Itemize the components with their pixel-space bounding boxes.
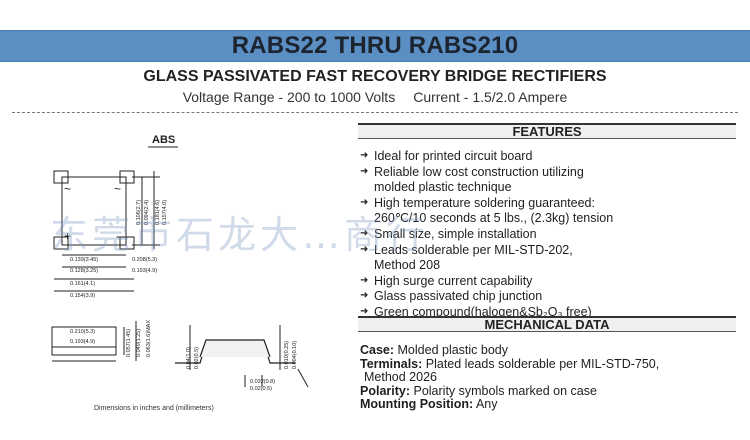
dim-v-2: 0.094(2.4)	[144, 200, 150, 225]
dim-h-4: 0.154(3.9)	[70, 293, 95, 299]
dimensions-note: Dimensions in inches and (millimeters)	[94, 405, 214, 412]
lead-bottom-left	[53, 236, 69, 250]
lead-bottom-right	[119, 236, 135, 250]
feature-item: ➜ Ideal for printed circuit board	[360, 149, 740, 163]
dim-v-4: 0.157(4.0)	[162, 200, 168, 225]
mechanical-row: Method 2026	[360, 370, 740, 385]
mechanical-label: Polarity:	[360, 383, 411, 398]
feature-text: 260℃/10 seconds at 5 lbs., (2.3kg) tensi…	[374, 211, 614, 226]
features-list: ➜ Ideal for printed circuit board ➜ Reliabl…	[360, 149, 740, 321]
bullet-arrow-icon: ➜	[360, 150, 369, 161]
mechanical-value: Plated leads solderable per MIL-STD-750,	[422, 356, 660, 371]
bullet-arrow-icon: ➜	[360, 196, 369, 208]
mechanical-header: MECHANICAL DATA	[358, 316, 736, 332]
dim-bottom-left-1: 0.210(5.3)	[70, 329, 95, 335]
package-drawing: ABS ~ ~ + - 0.139(3.45) 0.128(3.25) 0.16…	[51, 134, 309, 392]
feature-item: molded plastic technique	[360, 180, 740, 194]
feature-text: High temperature soldering guaranteed:	[374, 195, 595, 210]
feature-item: ➜ Glass passivated chip junction	[360, 289, 740, 303]
feature-item: ➜ Small size, simple installation	[360, 227, 740, 241]
feature-text: Leads solderable per MIL-STD-202,	[374, 242, 573, 257]
feature-text: Small size, simple installation	[374, 226, 537, 241]
voltage-range: Voltage Range - 200 to 1000 Volts	[182, 89, 396, 105]
feature-item: 260℃/10 seconds at 5 lbs., (2.3kg) tensi…	[360, 211, 740, 225]
dim-mid-3: 0.04(1.0)	[186, 347, 192, 369]
divider	[12, 112, 738, 113]
feature-text: Green compound(halogen&Sb₂O₃ free)	[374, 304, 592, 319]
lead-top-left	[53, 170, 69, 184]
pin-mark-ac1: ~	[64, 182, 71, 196]
mechanical-row: Terminals: Plated leads solderable per M…	[360, 356, 740, 372]
dim-right-1: 0.010(0.25)	[284, 341, 290, 369]
page-title: RABS22 THRU RABS210	[231, 32, 519, 59]
bullet-arrow-icon: ➜	[360, 227, 369, 239]
title-bar: RABS22 THRU RABS210	[0, 30, 750, 62]
package-label: ABS	[152, 134, 175, 146]
feature-text: Method 208	[374, 258, 441, 273]
mechanical-row: Mounting Position: Any	[360, 397, 740, 412]
bullet-arrow-icon: ➜	[360, 290, 369, 302]
current-rating: Current - 1.5/2.0 Ampere	[413, 89, 568, 105]
dim-h-3: 0.161(4.1)	[70, 281, 95, 287]
feature-text: Ideal for printed circuit board	[374, 149, 533, 163]
mechanical-value: Method 2026	[364, 370, 437, 384]
mechanical-label: Terminals:	[360, 356, 423, 371]
feature-item: ➜ Leads solderable per MIL-STD-202,	[360, 243, 740, 257]
dim-bottom-left-2: 0.193(4.9)	[70, 339, 95, 345]
feature-text: High surge current capability	[374, 273, 533, 288]
feature-item: ➜ High surge current capability	[360, 274, 740, 288]
top-view-body	[61, 176, 127, 246]
feature-item: Method 208	[360, 258, 740, 272]
dim-h-1: 0.139(3.45)	[70, 257, 98, 263]
dim-right-2: 0.004(0.10)	[292, 341, 298, 369]
feature-text: Reliable low cost construction utilizing	[374, 164, 584, 179]
mechanical-row: Polarity: Polarity symbols marked on cas…	[360, 383, 740, 399]
dim-mid-4: 0.02(0.5)	[194, 347, 200, 369]
feature-item: ➜ High temperature soldering guaranteed:	[360, 196, 740, 210]
mechanical-label: Case:	[360, 343, 395, 357]
dim-v-1: 0.106(2.7)	[136, 200, 142, 225]
subtitle: GLASS PASSIVATED FAST RECOVERY BRIDGE RE…	[143, 68, 607, 85]
dim-bottom-v-2: 0.049(1.25)	[136, 329, 142, 357]
bottom-view-body	[51, 326, 117, 356]
feature-item: ➜ Green compound(halogen&Sb₂O₃ free)	[360, 305, 740, 319]
feature-text: molded plastic technique	[374, 180, 512, 195]
mechanical-label: Mounting Position:	[360, 397, 474, 411]
bullet-arrow-icon: ➜	[360, 165, 369, 177]
feature-text: Glass passivated chip junction	[374, 289, 543, 304]
pin-mark-ac2: ~	[114, 182, 121, 196]
bullet-arrow-icon: ➜	[360, 305, 369, 317]
dim-v-3: 0.181(4.6)	[155, 200, 161, 225]
ratings-line: Voltage Range - 200 to 1000 Volts Current…	[0, 89, 750, 105]
dim-bottom-v-1: 0.057(1.45)	[126, 329, 132, 357]
mechanical-row: Case: Molded plastic body	[360, 343, 740, 358]
dim-side-1: 0.208(5.3)	[132, 257, 157, 263]
bullet-arrow-icon: ➜	[360, 243, 369, 255]
dim-h-2: 0.128(3.25)	[70, 268, 98, 274]
features-header: FEATURES	[358, 123, 736, 139]
dim-bottom-v-3: 0.063(1.6)MAX	[146, 320, 152, 357]
feature-item: ➜ Reliable low cost construction utilizin…	[360, 165, 740, 179]
bullet-arrow-icon: ➜	[360, 274, 369, 286]
pin-mark-minus: -	[116, 229, 120, 243]
pin-mark-plus: +	[64, 229, 71, 243]
dim-mid-1: 0.032(0.8)	[250, 379, 275, 385]
mechanical-value: Polarity symbols marked on case	[410, 383, 597, 398]
dim-mid-2: 0.02(0.5)	[250, 386, 272, 392]
mechanical-value: Molded plastic body	[394, 343, 508, 357]
dim-side-2: 0.193(4.9)	[132, 268, 157, 274]
mechanical-value: Any	[473, 397, 498, 411]
